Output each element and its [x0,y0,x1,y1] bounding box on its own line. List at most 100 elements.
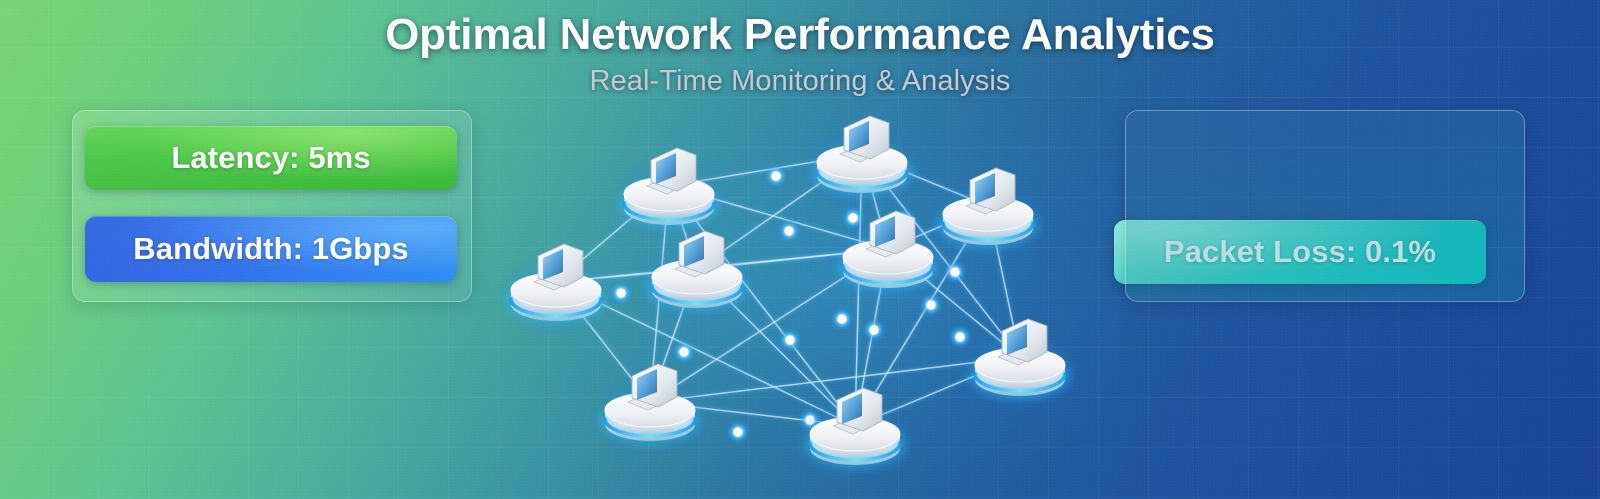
packet-dot-glow [797,407,823,433]
node-glow [793,394,917,482]
network-link-glow [648,268,699,403]
node-base-rim [816,144,908,180]
network-node[interactable] [635,230,759,325]
network-link-glow [648,247,890,404]
node-base-top [943,197,1033,231]
network-link [555,248,889,283]
network-node[interactable] [800,115,924,210]
network-node[interactable] [494,243,618,338]
node-base-side [605,410,695,441]
node-ring [815,169,909,190]
node-ring-glow [938,204,1038,246]
packet-dot [955,332,965,342]
node-monitor-stand [651,388,659,397]
network-node[interactable] [588,363,712,458]
node-base-side [817,162,907,193]
node-ring-glow [805,424,905,466]
network-link [854,205,989,427]
network-link [649,401,856,427]
network-link-glow [668,184,889,251]
network-node[interactable] [826,210,950,305]
node-keyboard [645,177,687,195]
network-link-glow [648,185,671,403]
bandwidth-badge[interactable]: Bandwidth: 1Gbps [85,216,457,282]
node-monitor-stand [698,255,706,264]
network-link [861,153,989,207]
latency-badge[interactable]: Latency: 5ms [85,126,457,190]
packet-dot-layer [608,163,973,445]
node-glow [926,174,1050,262]
network-link [854,356,1021,427]
packet-loss-badge[interactable]: Packet Loss: 0.1% [1114,220,1486,284]
node-glow [635,237,759,325]
node-monitor-bezel [537,243,584,288]
node-base-top [810,417,900,451]
link-glow-layer [554,152,1022,428]
node-ring-glow [619,184,719,226]
node-monitor-screen [842,393,862,424]
network-link [861,153,1021,358]
node-layer [494,115,1082,482]
network-link-glow [667,184,857,428]
network-link-glow [860,153,890,250]
network-link [649,185,670,403]
node-ring [841,264,935,285]
page-subtitle: Real-Time Monitoring & Analysis [589,64,1011,97]
node-base-top [817,145,907,179]
node-monitor-screen [684,236,704,267]
node-monitor-stand [863,140,871,149]
node-monitor-stand [1021,343,1029,352]
packet-dot [733,427,743,437]
node-monitor-stand [989,192,997,201]
node-ring-glow [600,400,700,442]
node-monitor-stand [889,235,897,244]
packet-dot [785,335,795,345]
network-link-glow [554,280,652,404]
mesh-glow [520,60,1120,499]
network-link-glow [853,248,890,427]
network-link-glow [853,204,990,428]
node-monitor-screen [975,173,995,204]
network-link [861,153,889,250]
node-base-top [511,273,601,307]
node-base-top [605,393,695,427]
packet-dot [616,288,626,298]
network-link-glow [667,185,699,270]
node-monitor-bezel [836,387,883,432]
network-node[interactable] [958,318,1082,413]
packet-dot [950,267,960,277]
network-node[interactable] [793,387,917,482]
node-glow [607,154,731,242]
node-ring-glow [812,152,912,194]
node-monitor-screen [849,121,869,152]
node-base-side [652,277,742,308]
node-ring [941,221,1035,242]
packet-dot-glow [918,292,944,318]
packet-dot-glow [725,419,751,445]
node-ring [622,201,716,222]
network-link [555,281,651,403]
packet-dot-glow [671,339,697,365]
banner-header: Optimal Network Performance Analytics Re… [0,11,1600,98]
node-monitor-bezel [1001,318,1048,363]
node-monitor-bezel [843,115,890,160]
network-node[interactable] [607,147,731,242]
network-link [555,268,698,283]
packet-dot [926,300,936,310]
packet-dot [771,171,781,181]
node-glow [588,370,712,458]
packet-dot-glow [608,280,634,306]
network-link [649,248,889,403]
node-monitor-screen [1007,324,1027,355]
node-base-side [624,194,714,225]
packet-dot-glow [891,207,917,233]
node-base-side [843,257,933,288]
node-monitor-bezel [678,230,725,275]
network-link [696,153,863,270]
network-node[interactable] [926,167,1050,262]
packet-dot-glow [776,218,802,244]
node-ring-glow [838,247,938,289]
node-base-rim [510,272,602,308]
network-link-glow [555,267,698,284]
node-glow [958,325,1082,413]
